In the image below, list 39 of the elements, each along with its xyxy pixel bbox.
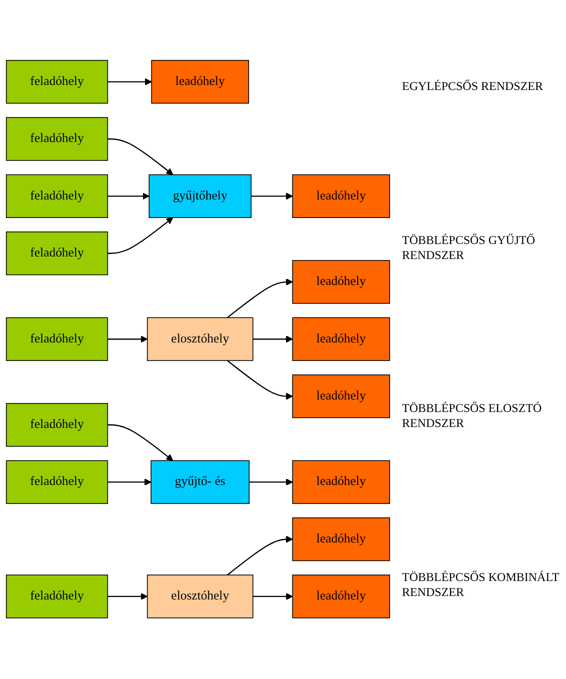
node-box: gyűjtőhely — [148, 174, 252, 218]
arrow — [108, 336, 148, 343]
node-box: feladóhely — [6, 460, 108, 504]
arrow — [226, 360, 293, 400]
node-box: leadóhely — [292, 260, 390, 304]
node-box: feladóhely — [6, 232, 108, 276]
node-box: elosztóhely — [146, 574, 254, 619]
node-box: leadóhely — [151, 60, 250, 104]
node-box: leadóhely — [292, 518, 390, 562]
node-box: feladóhely — [6, 60, 108, 104]
arrow — [108, 478, 152, 486]
node-box: leadóhely — [292, 574, 390, 619]
arrow — [108, 78, 152, 86]
arrow — [108, 218, 174, 254]
node-box: leadóhely — [292, 374, 390, 419]
node-box: leadóhely — [292, 318, 390, 362]
node-box: gyűjtő- és — [150, 460, 250, 504]
node-box: feladóhely — [6, 174, 108, 218]
arrow — [252, 593, 293, 600]
node-box: leadóhely — [292, 174, 390, 218]
system-caption: TÖBBLÉPCSŐS ELOSZTÓ RENDSZER — [402, 401, 543, 432]
node-box: feladóhely — [6, 318, 108, 362]
node-box: feladóhely — [6, 574, 108, 619]
arrow — [252, 336, 293, 343]
arrow — [108, 593, 148, 600]
node-box: feladóhely — [6, 118, 108, 162]
node-box: elosztóhely — [146, 318, 254, 362]
arrow — [251, 193, 293, 200]
arrow — [226, 536, 293, 576]
system-caption: TÖBBLÉPCSŐS KOMBINÁLT RENDSZER — [402, 570, 560, 600]
arrow — [108, 138, 174, 176]
node-box: leadóhely — [292, 460, 390, 504]
arrow — [108, 424, 174, 462]
system-caption: EGYLÉPCSŐS RENDSZER — [402, 79, 544, 94]
arrow — [226, 278, 293, 319]
arrow — [249, 478, 293, 486]
arrow — [108, 193, 150, 200]
system-caption: TÖBBLÉPCSŐS GYŰJTŐ RENDSZER — [402, 232, 536, 263]
node-box: feladóhely — [6, 403, 108, 448]
